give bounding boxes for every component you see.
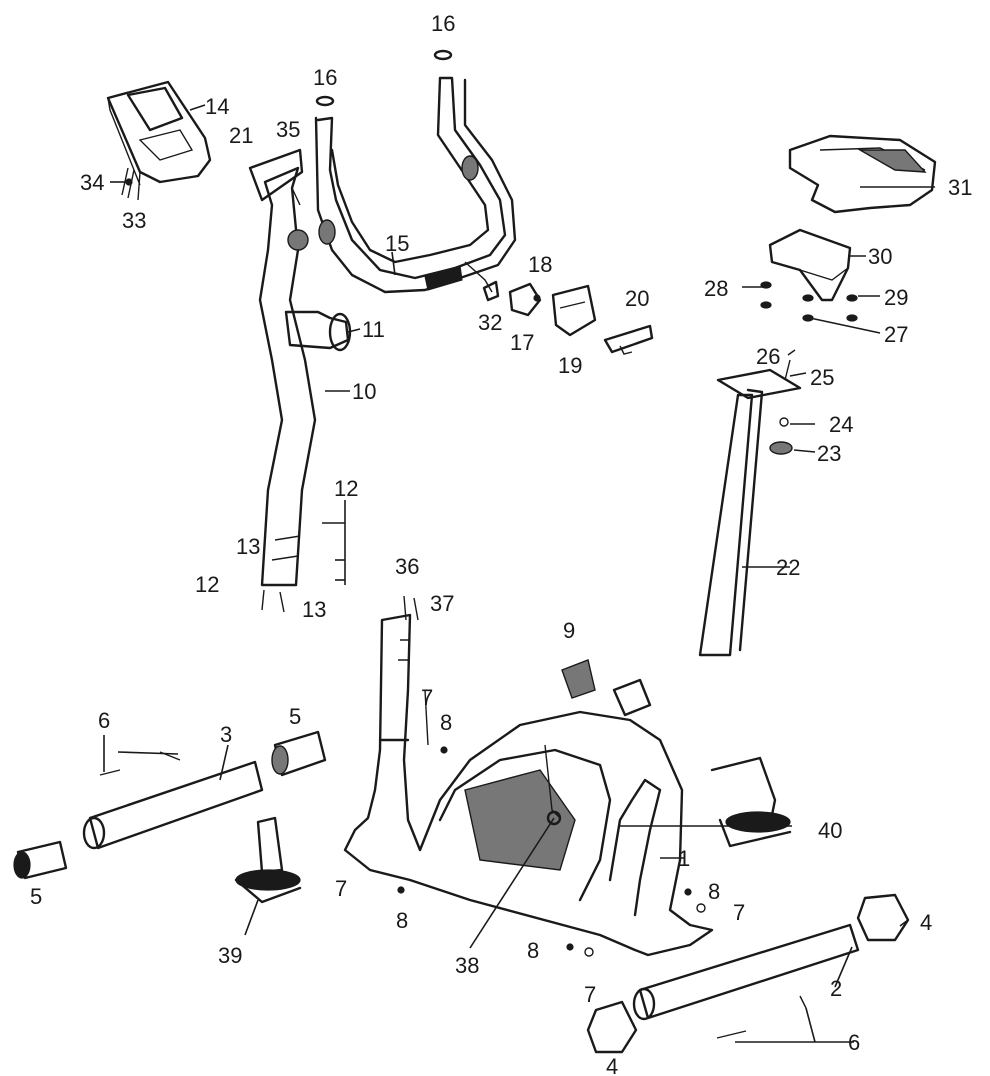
part-label-28: 28	[704, 276, 728, 301]
part-label-27: 27	[884, 322, 908, 347]
part-label-8: 8	[527, 938, 539, 963]
part-label-39: 39	[218, 943, 242, 968]
part-label-23: 23	[817, 441, 841, 466]
part-label-33: 33	[122, 208, 146, 233]
seat-post-part	[698, 349, 802, 657]
part-label-26: 26	[756, 344, 780, 369]
part-label-24: 24	[829, 412, 853, 437]
part-label-25: 25	[810, 365, 834, 390]
part-label-1: 1	[678, 846, 690, 871]
handlebar-part	[314, 76, 517, 294]
part-label-17: 17	[510, 330, 534, 355]
part-label-2: 2	[830, 976, 842, 1001]
part-label-12: 12	[195, 572, 219, 597]
part-label-21: 21	[229, 123, 253, 148]
part-label-31: 31	[948, 175, 972, 200]
leader-lines	[103, 104, 935, 1043]
part-label-14: 14	[205, 94, 229, 119]
part-label-9: 9	[563, 618, 575, 643]
part-label-35: 35	[276, 117, 300, 142]
part-label-16: 16	[313, 65, 337, 90]
part-label-20: 20	[625, 286, 649, 311]
part-label-12: 12	[334, 476, 358, 501]
part-label-16: 16	[431, 11, 455, 36]
part-label-5: 5	[289, 704, 301, 729]
part-label-13: 13	[302, 597, 326, 622]
part-label-19: 19	[558, 353, 582, 378]
part-label-18: 18	[528, 252, 552, 277]
part-labels: 1 2 3 4 4 5 5 6 6 7 7 7 7 8 8 8 8 9 10 1…	[30, 11, 972, 1076]
part-label-8: 8	[396, 908, 408, 933]
part-label-5: 5	[30, 884, 42, 909]
part-label-6: 6	[848, 1030, 860, 1055]
part-label-8: 8	[708, 879, 720, 904]
part-label-34: 34	[80, 170, 104, 195]
part-label-7: 7	[733, 900, 745, 925]
part-label-37: 37	[430, 591, 454, 616]
seat-part	[788, 134, 937, 214]
part-label-38: 38	[455, 953, 479, 978]
sensor-bracket-parts	[482, 280, 654, 355]
handlebar-post-part	[248, 148, 317, 613]
part-label-7: 7	[421, 685, 433, 710]
part-label-4: 4	[920, 910, 932, 935]
part-label-22: 22	[776, 555, 800, 580]
hardware-parts	[397, 595, 807, 1039]
part-label-13: 13	[236, 534, 260, 559]
part-label-30: 30	[868, 244, 892, 269]
main-frame-part	[343, 613, 714, 957]
part-label-11: 11	[362, 317, 385, 342]
pedal-part	[234, 816, 302, 904]
pedal-part	[710, 756, 792, 848]
end-cap-part	[433, 49, 453, 61]
part-label-40: 40	[818, 818, 842, 843]
rear-stabilizer-part	[13, 730, 327, 880]
part-label-7: 7	[584, 982, 596, 1007]
part-label-6: 6	[98, 708, 110, 733]
end-cap-part	[315, 95, 335, 107]
part-label-8: 8	[440, 710, 452, 735]
seat-bracket-part	[760, 228, 858, 322]
front-stabilizer-part	[586, 893, 910, 1054]
part-label-10: 10	[352, 379, 376, 404]
tension-knob-part	[561, 659, 596, 699]
part-label-3: 3	[220, 722, 232, 747]
part-label-7: 7	[335, 876, 347, 901]
part-label-15: 15	[385, 231, 409, 256]
part-label-29: 29	[884, 285, 908, 310]
part-label-32: 32	[478, 310, 502, 335]
part-label-36: 36	[395, 554, 419, 579]
part-label-4: 4	[606, 1054, 618, 1076]
console-part	[106, 80, 212, 201]
